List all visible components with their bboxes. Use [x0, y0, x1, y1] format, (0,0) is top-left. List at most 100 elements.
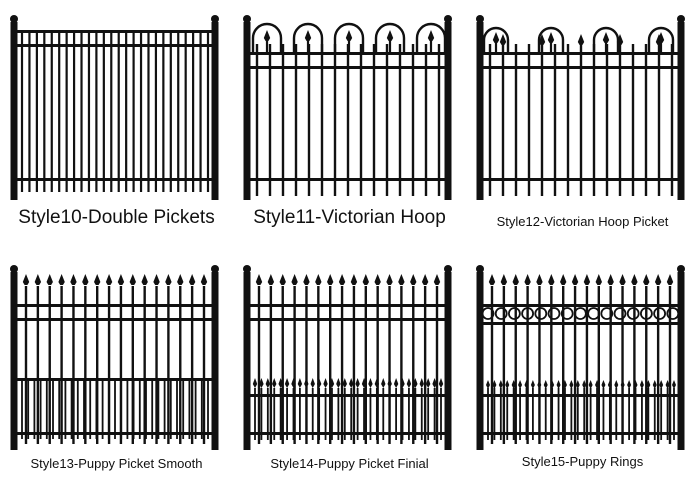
fence-style-card: Style10-Double Pickets — [0, 0, 233, 250]
spear-finial — [291, 274, 298, 285]
fence-picket — [293, 286, 296, 444]
spear-finial — [94, 274, 101, 285]
fence-picket — [80, 32, 83, 192]
fence-picket — [96, 286, 99, 444]
fence-picket — [424, 44, 428, 196]
fence-picket — [255, 44, 259, 196]
fence-picket — [423, 286, 427, 444]
post-cap-left — [243, 15, 251, 23]
puppy-picket — [401, 388, 404, 440]
puppy-picket — [388, 388, 391, 440]
puppy-finial — [543, 380, 548, 389]
puppy-finial — [498, 380, 503, 389]
puppy-picket — [420, 388, 423, 440]
spear-finial — [547, 32, 555, 43]
hoop-arch — [292, 22, 324, 52]
fence-picket — [179, 286, 182, 444]
puppy-finial — [361, 378, 367, 388]
fence-picket — [147, 32, 150, 192]
spear-finial — [58, 274, 65, 285]
puppy-finial — [601, 380, 606, 389]
puppy-picket — [538, 388, 541, 440]
fence-panel-victorian-hoop-picket — [476, 15, 685, 200]
puppy-finial — [387, 378, 392, 388]
fence-picket — [268, 44, 272, 196]
puppy-picket — [311, 388, 314, 440]
fence-picket — [372, 44, 376, 196]
puppy-picket — [83, 381, 85, 439]
fence-picket — [605, 44, 609, 196]
post-cap-left — [476, 15, 484, 23]
decorative-ring — [508, 307, 521, 320]
puppy-finial — [304, 378, 309, 388]
fence-picket — [177, 32, 180, 192]
puppy-finial — [413, 378, 418, 388]
puppy-picket — [589, 388, 592, 440]
spear-finial — [499, 34, 507, 45]
finial-stem — [659, 42, 663, 54]
puppy-picket — [45, 381, 48, 439]
spear-finial — [512, 274, 519, 285]
bottom-rail — [247, 432, 448, 435]
decorative-ring — [666, 307, 680, 320]
fence-picket — [294, 44, 298, 196]
spear-finial — [607, 274, 614, 285]
puppy-picket — [506, 388, 509, 440]
decorative-ring — [481, 307, 495, 320]
fence-picket — [87, 32, 91, 192]
fence-post-left — [476, 22, 484, 200]
post-cap-left — [243, 265, 251, 273]
finial-stem — [604, 42, 608, 54]
puppy-picket — [356, 388, 359, 440]
puppy-picket — [120, 381, 123, 439]
puppy-picket — [207, 381, 209, 439]
puppy-picket — [414, 388, 417, 440]
fence-picket — [95, 32, 98, 192]
hoop-arch — [374, 22, 406, 52]
fence-post-right — [677, 272, 685, 450]
puppy-finial — [323, 378, 328, 388]
fence-picket — [550, 286, 553, 444]
spear-finial — [315, 274, 322, 285]
top-rail — [14, 30, 215, 33]
fence-style-caption: Style15-Puppy Rings — [521, 454, 644, 469]
puppy-finial — [511, 380, 516, 389]
puppy-picket — [493, 388, 496, 440]
puppy-finial — [639, 380, 644, 389]
puppy-picket — [254, 388, 256, 440]
fence-picket — [36, 286, 40, 444]
puppy-picket — [132, 381, 135, 439]
spear-finial — [255, 274, 263, 285]
spear-finial — [105, 274, 113, 285]
puppy-finial — [620, 380, 625, 389]
spear-finial — [46, 274, 53, 285]
puppy-picket — [525, 388, 528, 440]
fence-picket — [139, 32, 143, 192]
puppy-picket — [64, 381, 67, 439]
post-cap-right — [444, 15, 452, 23]
puppy-finial — [550, 380, 555, 389]
fence-picket — [346, 44, 350, 196]
spear-finial — [500, 274, 508, 285]
puppy-picket — [324, 388, 327, 440]
fence-picket — [352, 286, 356, 444]
fence-picket — [435, 286, 439, 444]
puppy-finial — [537, 380, 542, 389]
fence-picket — [609, 286, 612, 444]
puppy-finial — [393, 378, 399, 388]
fence-picket — [400, 286, 403, 444]
fence-picket — [281, 44, 285, 196]
fence-picket — [20, 32, 24, 192]
puppy-picket — [621, 388, 624, 440]
spear-finial — [492, 32, 500, 43]
fence-picket — [60, 286, 63, 444]
spear-finial — [595, 274, 602, 285]
fence-picket — [644, 44, 648, 196]
fence-picket — [502, 286, 506, 444]
puppy-picket — [182, 381, 185, 439]
top-rail — [14, 304, 215, 307]
post-cap-right — [211, 15, 219, 23]
puppy-finial — [652, 380, 657, 389]
fence-panel-double-pickets — [10, 15, 219, 200]
puppy-picket — [27, 381, 30, 439]
